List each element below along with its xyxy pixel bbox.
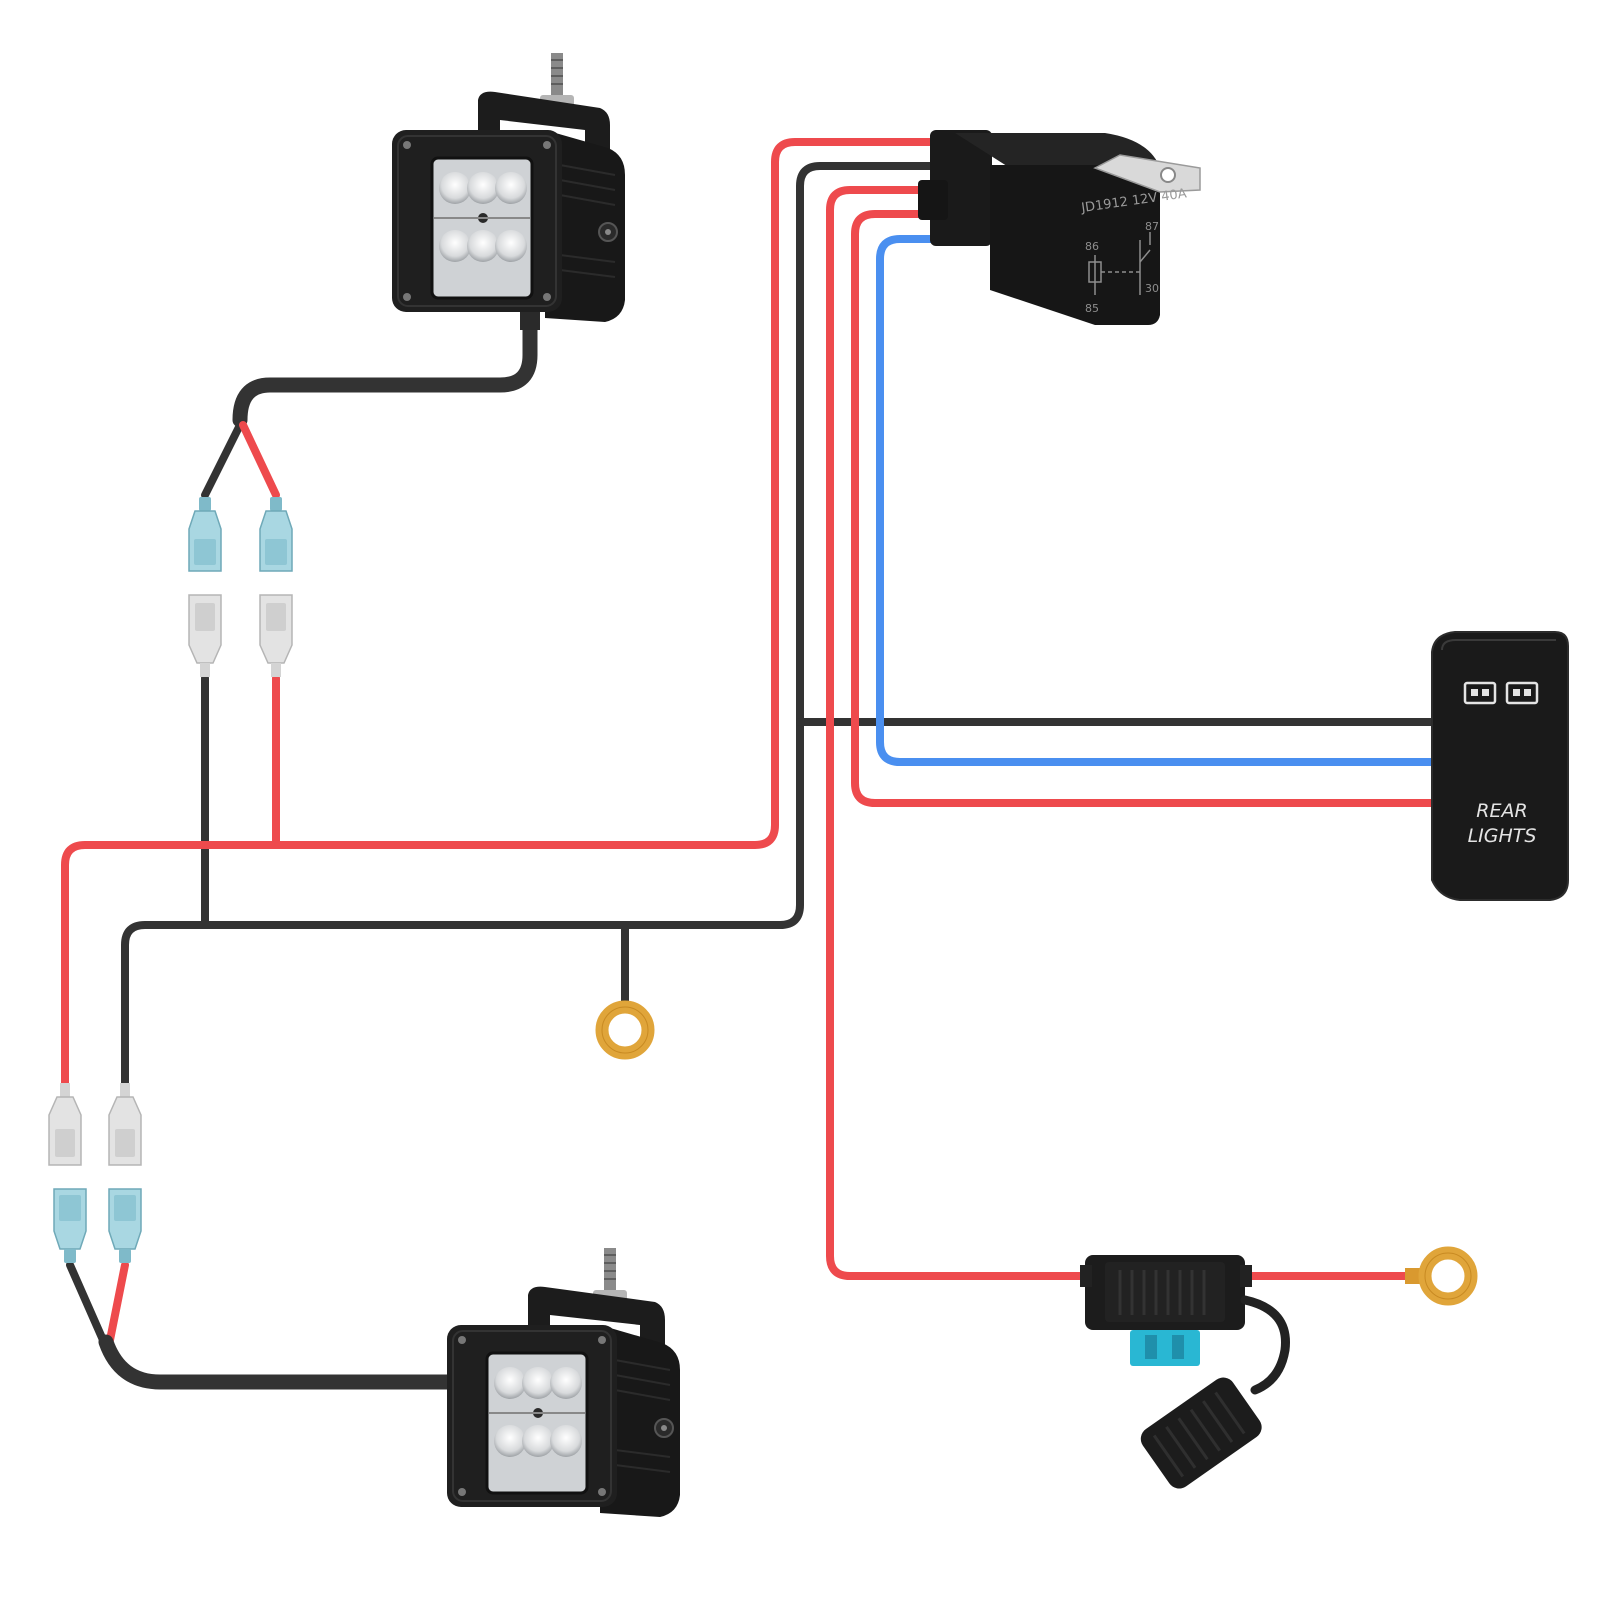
top-light-black-lead — [201, 421, 244, 499]
female-connector-bottom-red — [108, 1188, 142, 1263]
relay-schematic-icon — [1088, 232, 1151, 295]
top-work-light — [392, 53, 625, 330]
female-connector-top-red — [259, 497, 293, 572]
rear-lights-switch[interactable]: REAR LIGHTS — [1431, 631, 1569, 901]
led-cluster-icon — [434, 172, 530, 262]
led-cluster-icon — [489, 1367, 585, 1457]
mount-bracket — [528, 1286, 665, 1370]
red-switch-power — [851, 210, 1436, 807]
female-connector-bottom-black — [53, 1188, 87, 1263]
battery-ring-terminal — [1405, 1246, 1478, 1306]
switch-body[interactable] — [1431, 631, 1569, 901]
ground-ring-terminal — [595, 1000, 655, 1060]
relay-pin-86: 86 — [1085, 240, 1099, 253]
red-trunk-87 — [61, 138, 949, 1094]
male-connector-top-black — [188, 594, 222, 677]
top-light-red-lead — [239, 421, 280, 499]
male-connector-bottom-red — [48, 1083, 82, 1166]
bottom-work-light — [447, 1248, 680, 1517]
relay-mount-hole-icon — [1160, 167, 1176, 183]
relay-pin-87: 87 — [1145, 220, 1159, 233]
fuse-blade — [1130, 1330, 1200, 1366]
switch-label-line1: REAR — [1476, 800, 1527, 822]
mount-bracket — [478, 91, 610, 175]
bottom-light-cable — [98, 1334, 478, 1390]
light-housing-side — [545, 130, 625, 322]
male-connector-bottom-black — [108, 1083, 142, 1166]
light-housing-side — [600, 1325, 680, 1517]
fuse-cap — [1140, 1377, 1262, 1489]
relay: JD1912 12V 40A 86 87 85 30 — [918, 130, 1201, 325]
bottom-light-black-lead — [66, 1261, 107, 1344]
relay-pin-85: 85 — [1085, 302, 1099, 315]
bottom-light-red-lead — [106, 1261, 129, 1344]
relay-top — [955, 133, 1160, 168]
blue-trigger-86 — [876, 235, 1436, 766]
red-power-30 — [826, 186, 1094, 1280]
top-light-cable — [232, 297, 538, 428]
connectors — [48, 497, 1478, 1306]
relay-body — [990, 165, 1160, 325]
female-connector-top-black — [188, 497, 222, 572]
fuse-cap-strap — [1240, 1295, 1290, 1395]
black-trunk-85 — [121, 162, 949, 1094]
switch-label-line2: LIGHTS — [1468, 825, 1537, 847]
light-indicator-icon — [1463, 681, 1539, 705]
relay-mount-tab — [1093, 154, 1201, 193]
relay-pin-30: 30 — [1145, 282, 1159, 295]
inline-fuse-holder — [1080, 1255, 1290, 1489]
male-connector-top-red — [259, 594, 293, 677]
wires — [61, 138, 1436, 1390]
